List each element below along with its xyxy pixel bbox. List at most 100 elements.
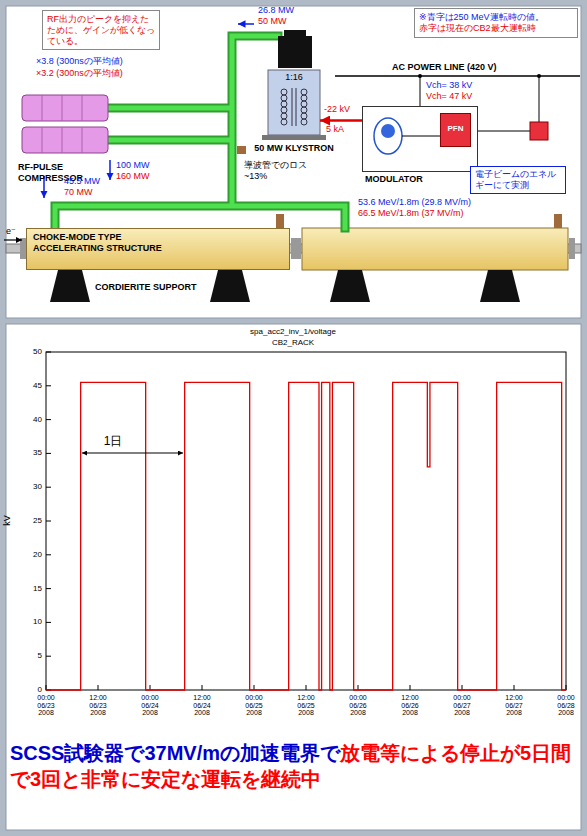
voltage-value: Vch= 38 kV <box>426 80 472 91</box>
time-tick-label: 12:00 06/26 2008 <box>394 694 426 717</box>
note-box: RF出力のピークを抑えたために、ゲインが低くなっている。 <box>42 10 160 50</box>
support <box>330 270 370 302</box>
plot-frame <box>46 352 566 690</box>
pulse-transformer <box>281 88 307 126</box>
power-value: 70 MW <box>64 187 93 198</box>
cordierite-supports <box>50 270 520 302</box>
part-label: CORDIERITE SUPPORT <box>95 282 197 293</box>
power-value: 26.8 MW <box>258 5 294 16</box>
voltage-value: -22 kV <box>324 104 350 115</box>
axis-tick-label: 40 <box>14 415 42 425</box>
accelerating-structure <box>302 228 568 270</box>
tick-mark <box>46 352 51 353</box>
coupler <box>554 214 562 228</box>
modulator: MODULATORPFN <box>362 106 478 172</box>
voltage-trace <box>46 382 566 690</box>
tick-mark <box>410 685 411 690</box>
axis-tick-label: 20 <box>14 550 42 560</box>
note-text: RF出力のピークを抑えたために、ゲインが低くなっている。 <box>47 14 155 46</box>
power-value: 160 MW <box>116 171 150 182</box>
power-arrow <box>238 23 254 25</box>
caption-text: SCSS試験器で37MV/mの加速電界で <box>10 742 340 764</box>
compressor-cavity <box>22 95 108 121</box>
axis-tick-label: 10 <box>14 617 42 627</box>
note-text: 電子ビームのエネルギーにて実測 <box>475 169 561 191</box>
diagram-panel <box>6 6 581 318</box>
flange <box>569 238 575 259</box>
time-tick-label: 00:00 06/27 2008 <box>446 694 478 717</box>
pulse-compressor: RF-PULSE COMPRESSOR <box>18 92 112 158</box>
axis-title: kV <box>2 515 13 526</box>
chart-panel <box>6 324 581 830</box>
chart-subtitle: CB2_RACK <box>193 338 393 348</box>
power-connector <box>320 119 362 122</box>
window <box>237 146 246 154</box>
caption-block: SCSS試験器で37MV/mの加速電界で放電等による停止が5日間で3回と非常に安… <box>10 740 577 792</box>
part-label: PFN <box>441 114 470 134</box>
time-tick-label: 00:00 06/28 2008 <box>550 694 582 717</box>
chart-title: spa_acc2_inv_1/voltage <box>193 327 393 337</box>
ac-line <box>335 75 580 77</box>
tick-mark <box>358 685 359 690</box>
thyratron <box>374 118 402 154</box>
junction <box>418 74 422 78</box>
time-tick-label: 12:00 06/27 2008 <box>498 694 530 717</box>
part-label: MODULATOR <box>365 174 423 185</box>
pfn-box: PFN <box>440 113 471 147</box>
note-text: ※青字は250 MeV運転時の値。 <box>419 12 573 23</box>
time-tick-label: 12:00 06/25 2008 <box>290 694 322 717</box>
ratio-label: 1:16 <box>268 70 320 83</box>
wire <box>478 131 530 132</box>
tick-mark <box>46 554 51 555</box>
part-label: AC POWER LINE (420 V) <box>392 62 497 73</box>
tick-mark <box>462 685 463 690</box>
klystron-tube <box>278 36 312 68</box>
tick-mark <box>46 521 51 522</box>
tick-mark <box>46 453 51 454</box>
tick-mark <box>46 588 51 589</box>
tick-mark <box>254 685 255 690</box>
interval-label: 1日 <box>98 434 128 448</box>
axis-tick-label: 0 <box>14 685 42 695</box>
wire <box>402 136 440 137</box>
time-tick-label: 00:00 06/24 2008 <box>134 694 166 717</box>
tick-mark <box>46 487 51 488</box>
axis-tick-label: 25 <box>14 516 42 526</box>
voltage-value: Vch= 47 kV <box>426 91 472 102</box>
time-tick-label: 00:00 06/25 2008 <box>238 694 270 717</box>
part-label: CHOKE-MODE TYPE ACCELERATING STRUCTURE <box>33 232 173 254</box>
time-tick-label: 12:00 06/24 2008 <box>186 694 218 717</box>
coupler <box>276 214 284 228</box>
power-arrow <box>109 160 111 180</box>
power-value: 50 MW <box>258 16 287 27</box>
thyratron-core <box>381 124 395 138</box>
note-text: 赤字は現在のCB2最大運転時 <box>419 23 573 34</box>
chart-marks <box>46 352 566 690</box>
klystron: 1:1650 MW KLYSTRON <box>268 70 320 135</box>
compressor-cavity <box>22 127 108 153</box>
energy-value: 53.6 MeV/1.8m (29.8 MV/m) <box>358 197 471 208</box>
junction <box>537 74 541 78</box>
energy-value: 66.5 MeV/1.8m (37 MV/m) <box>358 208 464 219</box>
gain-value: ×3.8 (300nsの平均値) <box>36 56 123 67</box>
axis-tick-label: 5 <box>14 651 42 661</box>
beam-label: e⁻ <box>6 226 16 237</box>
support <box>210 270 250 302</box>
tick-mark <box>46 656 51 657</box>
flange <box>291 238 301 259</box>
beam-arrow <box>4 239 22 240</box>
axis-tick-label: 30 <box>14 482 42 492</box>
tick-mark <box>46 685 47 690</box>
klystron-collector <box>284 30 306 36</box>
tick-mark <box>150 685 151 690</box>
wire <box>539 76 540 122</box>
tick-mark <box>566 685 567 690</box>
axis-tick-label: 50 <box>14 347 42 357</box>
loss-note: 導波管でのロス ~13% <box>244 160 318 182</box>
measure-note: 電子ビームのエネルギーにて実測 <box>470 166 566 194</box>
axis-tick-label: 35 <box>14 448 42 458</box>
